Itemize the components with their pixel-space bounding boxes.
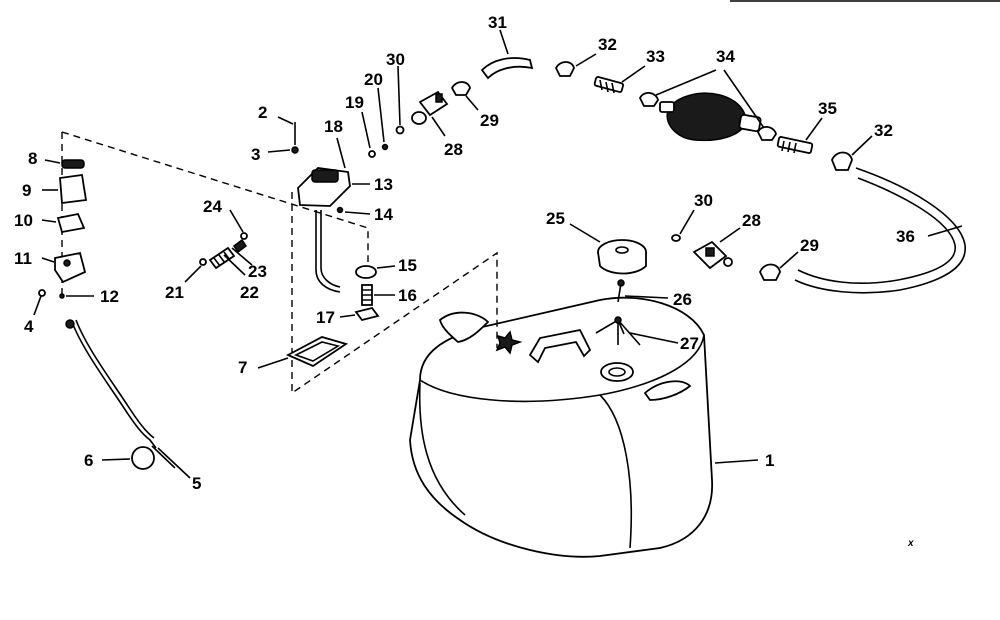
callout-13: 13 [374,175,393,194]
leader-30-lower [679,209,695,235]
leader-24 [229,209,244,233]
callout-22: 22 [240,283,259,302]
leader-26 [624,295,669,299]
leader-34 [655,69,765,129]
leader-21 [184,265,202,283]
part-19 [368,150,376,158]
leader-14 [344,211,371,215]
callout-8: 8 [28,149,37,168]
callout-16: 16 [398,286,417,305]
callout-23: 23 [248,262,267,281]
leader-33 [621,65,646,83]
callout-11: 11 [14,249,32,268]
callout-4: 4 [24,317,34,336]
callout-12: 12 [100,287,119,306]
stray-mark: x [907,538,914,549]
callout-19: 19 [345,93,364,112]
part-36-hose [794,167,966,294]
part-20 [381,143,389,151]
leader-10 [41,219,57,223]
part-32-clamp-upper [554,61,575,77]
callout-17: 17 [316,308,335,327]
leader-35 [805,117,823,141]
callout-9: 9 [22,181,31,200]
leader-36 [927,225,963,237]
leader-28-upper [431,116,446,137]
callout-28-upper: 28 [444,140,463,159]
leader-31 [499,29,509,55]
leader-8 [44,159,61,164]
check-valve-parts [199,232,248,270]
callout-29-upper: 29 [480,111,499,130]
dashed-reference-lines [61,131,498,395]
callout-20: 20 [364,70,383,89]
callout-28-lower: 28 [742,211,761,230]
part-34-primer-bulb [638,92,777,142]
part-gasket [285,336,349,368]
leader-2 [277,116,294,125]
part-31-hose [480,57,534,80]
part-29-clamp-upper [450,81,471,96]
part-33-fitting [593,76,625,94]
leader-6 [101,458,131,461]
leader-7 [257,357,289,369]
callout-30-lower: 30 [694,191,713,210]
callout-6: 6 [84,451,93,470]
part-35-fitting [776,136,814,154]
leader-25 [569,223,601,243]
callout-18: 18 [324,117,343,136]
leader-4 [33,295,42,316]
leader-28-lower [719,227,741,243]
callout-35: 35 [818,99,837,118]
callout-15: 15 [398,256,417,275]
callout-27: 27 [680,334,699,353]
part-32-clamp-right [831,151,853,171]
gauge-parts-left [38,159,157,470]
callout-25: 25 [546,209,565,228]
leader-32-right [851,135,873,156]
leader-30-upper [397,65,401,126]
leader-18 [336,137,346,169]
callout-7: 7 [238,358,247,377]
callout-2: 2 [258,103,267,122]
part-28-connector-upper [411,90,449,125]
callout-34: 34 [716,47,735,66]
callout-3: 3 [251,145,260,164]
callout-26: 26 [673,290,692,309]
callout-32-upper: 32 [598,35,617,54]
leader-29-upper [465,95,479,111]
leader-3 [267,149,291,153]
part-29-clamp-lower [759,263,781,281]
callout-1: 1 [765,451,774,470]
part-30-lower [671,234,681,242]
callout-14: 14 [374,205,393,224]
leader-19 [361,111,371,149]
pickup-valve-assembly [291,122,380,322]
callout-33: 33 [646,47,665,66]
part-fuel-tank [409,296,713,558]
leader-5 [151,445,191,479]
leader-20 [377,87,385,143]
leader-1 [714,459,759,464]
leader-11 [41,257,55,263]
leader-17 [339,314,356,318]
leader-29-lower [779,251,799,269]
callout-29-lower: 29 [800,236,819,255]
leader-32-upper [575,53,597,67]
leader-15 [376,265,396,269]
callout-36: 36 [896,227,915,246]
callout-21: 21 [165,283,184,302]
callout-5: 5 [192,474,201,493]
callout-10: 10 [14,211,33,230]
callout-31: 31 [488,13,507,32]
part-28-connector-lower [692,240,733,270]
part-30-upper [395,125,405,135]
callout-30-upper: 30 [386,50,405,69]
callout-32-right: 32 [874,121,893,140]
leader-27 [629,332,679,344]
leader-23-22 [223,247,253,276]
callout-24: 24 [203,197,222,216]
part-25-filler-cap [597,239,647,275]
